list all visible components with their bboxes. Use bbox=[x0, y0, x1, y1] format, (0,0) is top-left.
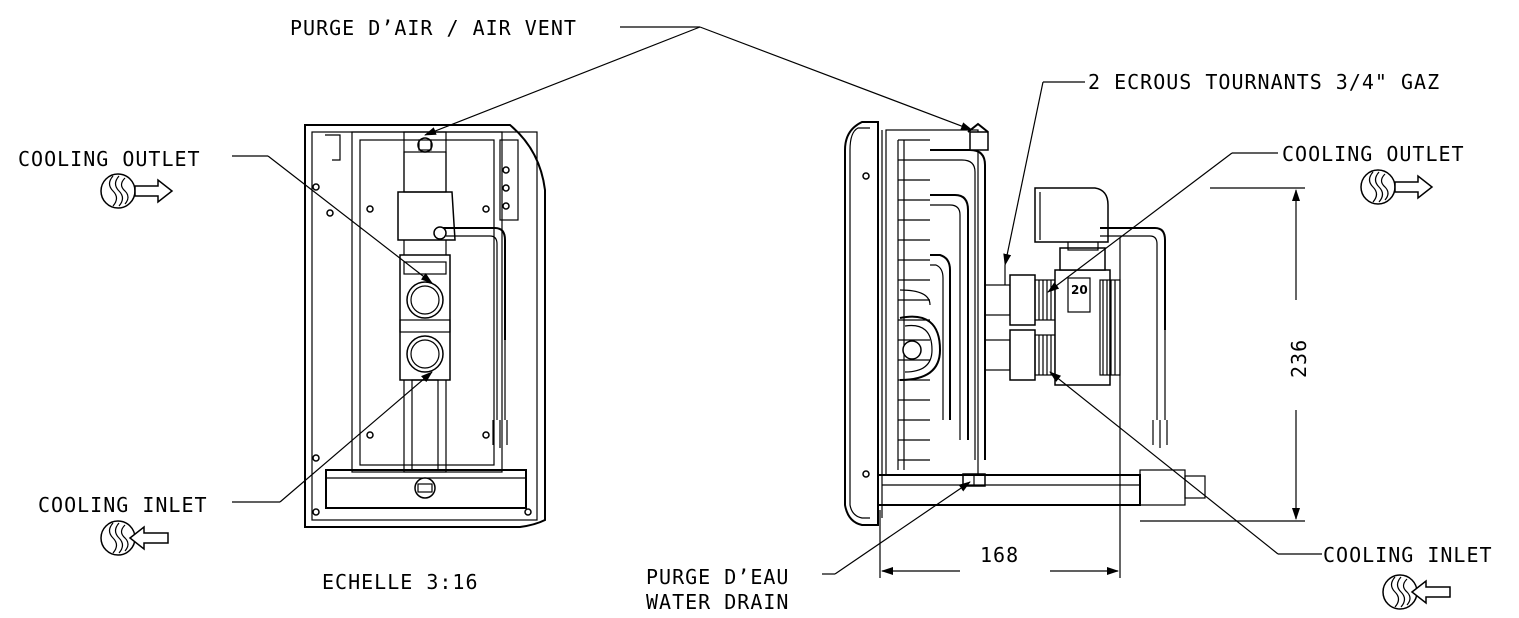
valve-marking: 20 bbox=[1071, 283, 1088, 297]
leader-lines bbox=[232, 26, 1322, 575]
air-vent-label: PURGE D’AIR / AIR VENT bbox=[290, 16, 577, 40]
height-dimension: 236 bbox=[1287, 339, 1311, 378]
cooling-outlet-label-left: COOLING OUTLET bbox=[18, 147, 201, 171]
water-inlet-icon-right bbox=[1382, 574, 1451, 610]
cooling-inlet-label-right: COOLING INLET bbox=[1323, 543, 1493, 567]
depth-dimension: 168 bbox=[980, 543, 1019, 567]
water-drain-label-fr: PURGE D’EAU bbox=[646, 565, 789, 589]
water-outlet-icon-right bbox=[1360, 169, 1434, 205]
fins bbox=[897, 139, 930, 470]
water-outlet-icon-left bbox=[100, 173, 174, 209]
scale-label: ECHELLE 3:16 bbox=[322, 570, 479, 594]
thread-rings bbox=[1034, 279, 1056, 376]
side-view: 20 bbox=[844, 121, 1206, 540]
front-view bbox=[304, 124, 546, 528]
dimensions: 236 168 bbox=[879, 187, 1311, 578]
water-drain-label-en: WATER DRAIN bbox=[646, 590, 789, 614]
water-inlet-icon-left bbox=[100, 520, 169, 556]
nuts-label: 2 ECROUS TOURNANTS 3/4" GAZ bbox=[1088, 70, 1440, 94]
cooling-outlet-label-right: COOLING OUTLET bbox=[1282, 142, 1465, 166]
cooling-inlet-label-left: COOLING INLET bbox=[38, 493, 208, 517]
